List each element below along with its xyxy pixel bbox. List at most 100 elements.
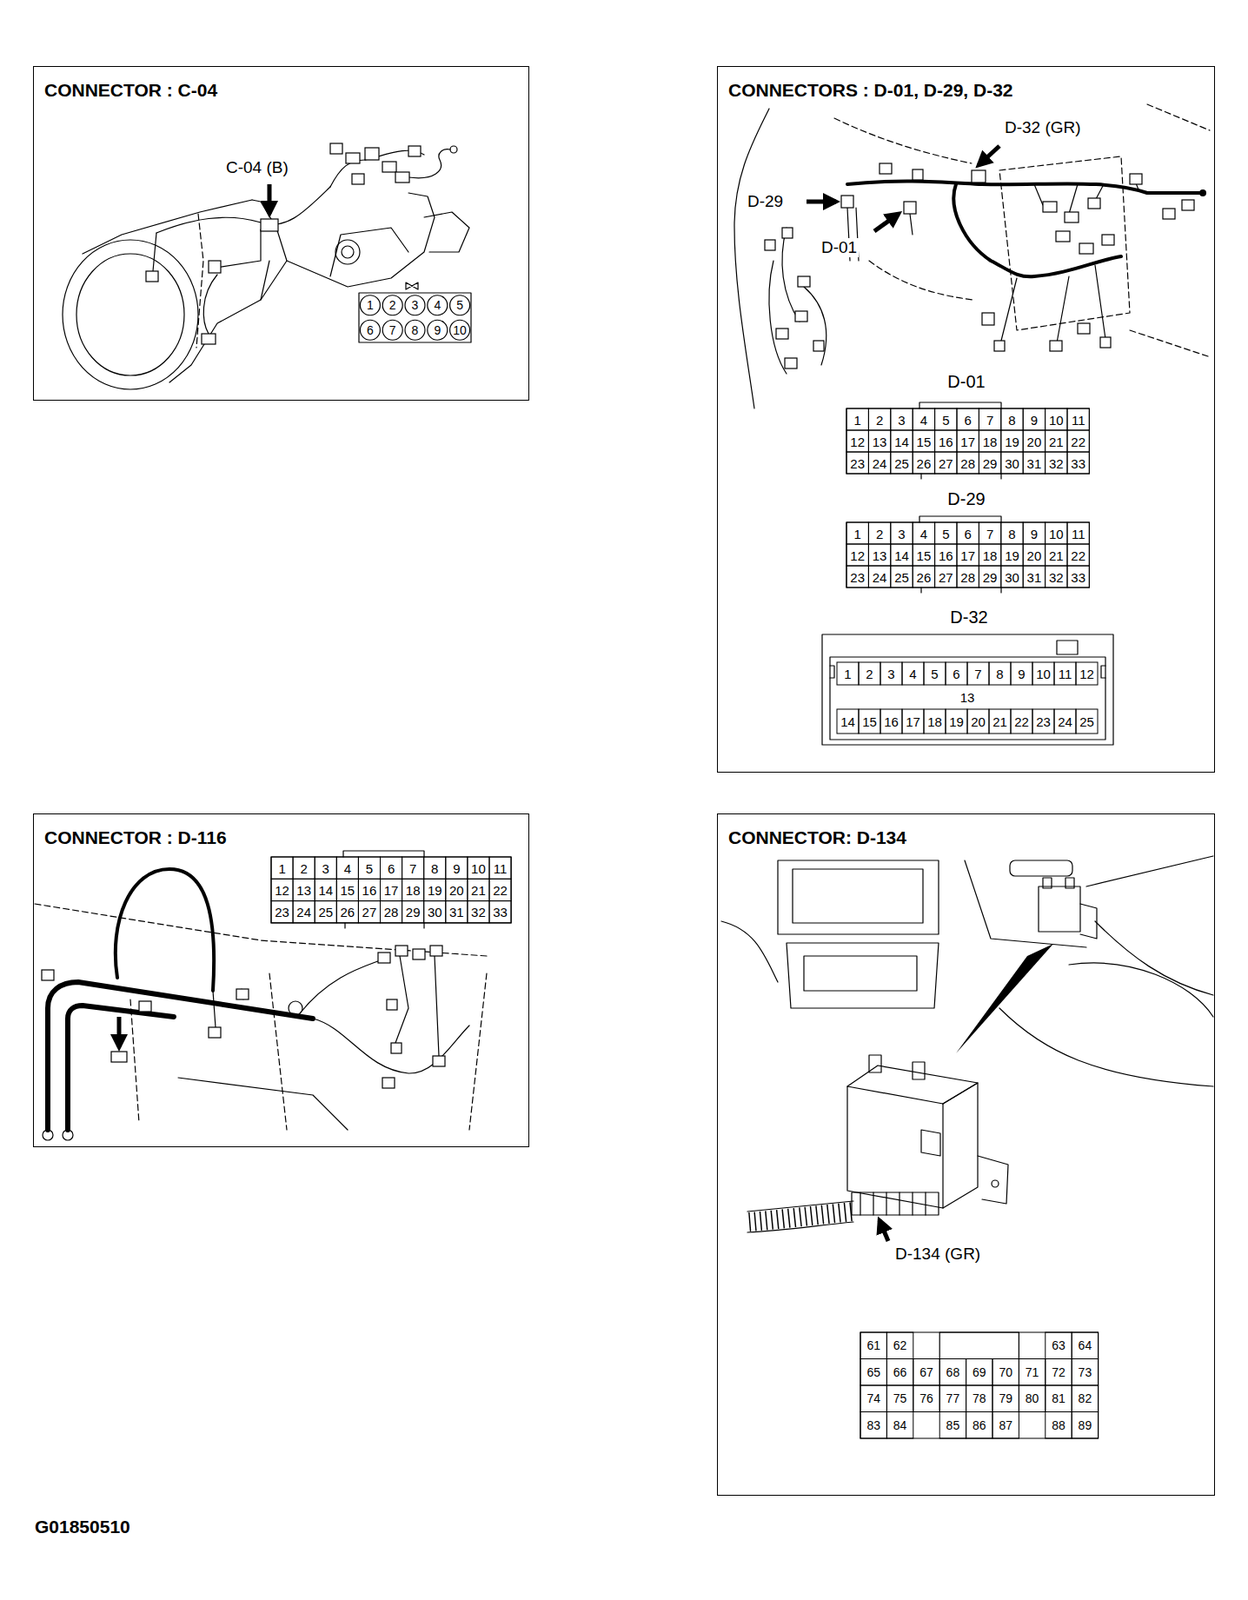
pin-number: 9 — [433, 324, 441, 337]
dashboard-harness-drawing — [982, 312, 995, 326]
instrument-panel-harness-drawing — [34, 903, 487, 956]
pin-cell — [1018, 1385, 1045, 1413]
connector-face — [358, 292, 472, 343]
pin-cell — [380, 901, 403, 923]
pin-number: 14 — [894, 434, 910, 448]
pin-cell — [1001, 544, 1023, 566]
pin-number: 71 — [1025, 1366, 1040, 1379]
pin-number: 77 — [946, 1392, 961, 1405]
pin-number: 62 — [893, 1339, 908, 1352]
pin-cell — [967, 662, 990, 685]
pin-cell — [978, 430, 1001, 452]
pin-number: 23 — [849, 570, 865, 584]
pin-cell — [836, 662, 859, 685]
transmission-drawing — [450, 146, 458, 153]
pin-cell — [868, 430, 890, 452]
pin-number: 10 — [471, 861, 486, 875]
pin-number: 28 — [960, 570, 976, 584]
connector-face — [405, 282, 419, 290]
pin-cell — [912, 430, 935, 452]
dashboard-harness-drawing — [841, 195, 854, 208]
pin-number: 78 — [972, 1392, 987, 1405]
pin-number: 13 — [872, 434, 888, 448]
connector-panel: CONNECTOR: D-134 — [716, 813, 1215, 1496]
pin-cell — [292, 878, 315, 901]
pin-number: 65 — [866, 1366, 881, 1379]
control-unit-drawing — [721, 856, 1214, 1242]
pin-number: 15 — [862, 715, 877, 729]
pin-number: 29 — [405, 905, 421, 919]
pin-number: 20 — [1027, 434, 1043, 448]
transmission-drawing — [395, 172, 410, 183]
transmission-drawing — [345, 152, 360, 164]
control-unit-drawing — [1068, 962, 1214, 1017]
pin-number: 12 — [1079, 667, 1095, 681]
pin-cell — [956, 408, 979, 431]
pin-number: 4 — [920, 526, 928, 540]
pin-cell — [939, 1385, 966, 1413]
instrument-panel-harness-drawing — [67, 1005, 174, 1130]
pin-number: 17 — [905, 715, 921, 729]
pin-number: 18 — [405, 882, 421, 897]
dashboard-harness-drawing — [869, 260, 974, 300]
pin-number: 17 — [960, 434, 976, 448]
connector-face — [860, 1332, 1099, 1439]
pin-cell — [935, 544, 957, 566]
pin-number: 30 — [1004, 456, 1020, 470]
pin-cell — [1001, 565, 1023, 588]
pin-cell — [1045, 408, 1068, 431]
dashboard-harness-drawing — [1079, 243, 1094, 254]
pin-number: 4 — [909, 667, 917, 681]
pin-cell — [992, 1385, 1019, 1413]
pin-number: 87 — [998, 1419, 1013, 1432]
pin-number: 25 — [318, 905, 333, 919]
pin-cell — [358, 878, 380, 901]
pin-number: 1 — [843, 667, 851, 681]
pin-cell — [1022, 522, 1045, 545]
pin-number: 32 — [471, 905, 486, 919]
panel-heading: CONNECTOR: D-134 — [726, 826, 909, 849]
dashboard-harness-drawing — [1101, 234, 1115, 246]
pin-number: 6 — [964, 526, 972, 540]
pin-cell — [424, 878, 446, 901]
pin-cell — [467, 878, 490, 901]
pin-number: 10 — [1035, 667, 1051, 681]
pin-number: 31 — [1027, 456, 1043, 470]
pin-number: 1 — [366, 298, 374, 312]
pin-number: 25 — [1079, 715, 1095, 729]
pin-number: 10 — [1048, 412, 1064, 426]
pin-number: 8 — [1008, 412, 1016, 426]
dashboard-harness-drawing — [978, 146, 1000, 166]
dashboard-harness-drawing — [874, 213, 899, 232]
connector-name: D-01 — [945, 371, 987, 392]
transmission-drawing — [335, 239, 360, 265]
control-unit-drawing — [1080, 903, 1097, 939]
pin-number: 2 — [876, 526, 883, 540]
pin-cell — [358, 856, 380, 879]
transmission-drawing — [62, 143, 470, 390]
pin-number: 15 — [916, 434, 932, 448]
pin-cell — [1022, 408, 1045, 431]
pin-cell — [336, 856, 359, 879]
pin-number: 13 — [296, 882, 312, 897]
dashboard-harness-drawing — [813, 340, 824, 352]
pin-number: 66 — [893, 1366, 908, 1379]
pin-cell — [978, 451, 1001, 474]
pin-number: 19 — [1004, 434, 1020, 448]
transmission-drawing — [169, 199, 287, 383]
control-unit-drawing — [1086, 856, 1214, 996]
pin-cell — [336, 901, 359, 923]
pin-number: 26 — [340, 905, 356, 919]
pin-number: 3 — [322, 861, 330, 875]
pin-number: 6 — [952, 667, 960, 681]
transmission-drawing — [208, 260, 221, 273]
pin-number: 6 — [964, 412, 972, 426]
pin-number: 22 — [1014, 715, 1029, 729]
pin-number: 18 — [982, 548, 998, 562]
pin-number: 68 — [946, 1366, 961, 1379]
instrument-panel-harness-drawing — [378, 952, 391, 963]
pin-number: 1 — [854, 412, 862, 426]
pin-cell — [1067, 544, 1089, 566]
